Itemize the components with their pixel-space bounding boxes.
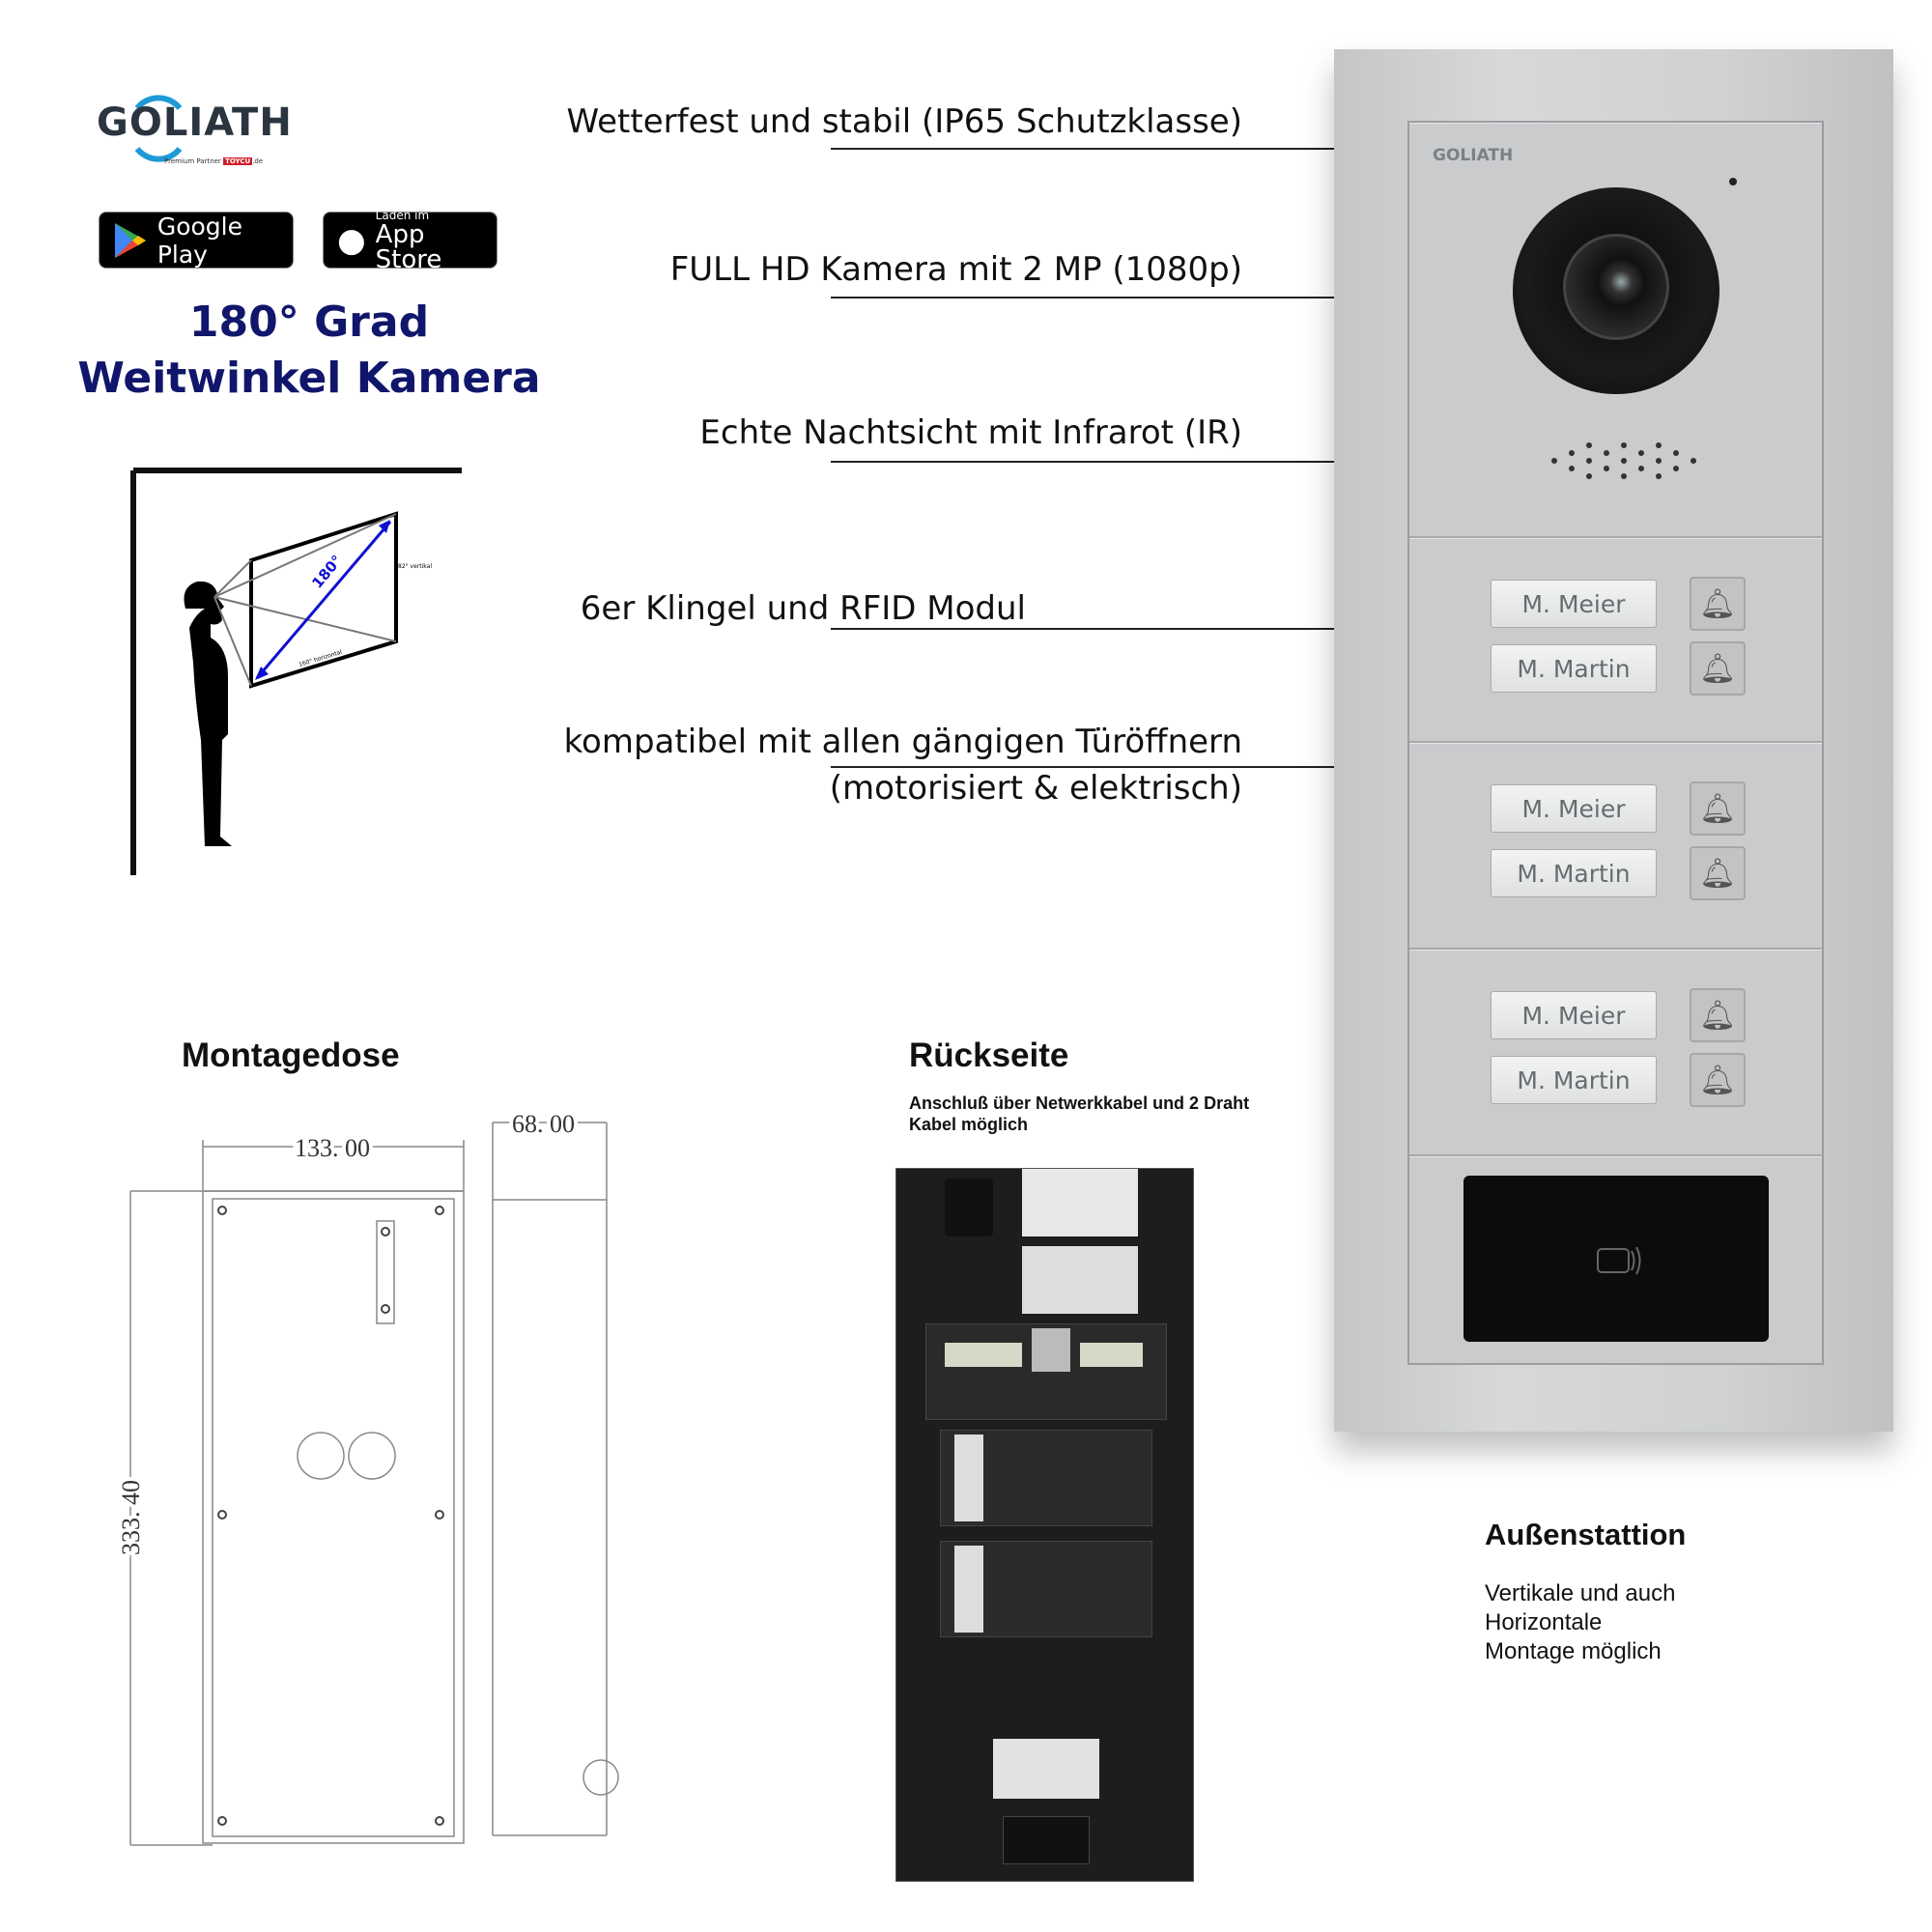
bell-module-1: M. Meier 🔔︎ M. Martin 🔔︎	[1409, 538, 1822, 743]
person-silhouette	[184, 581, 232, 846]
aussen-title: Außenstattion	[1485, 1518, 1687, 1551]
montagedose-drawing: 133. 00 68. 00 333. 40	[116, 1106, 619, 1846]
width-dimension: 133. 00	[295, 1134, 370, 1162]
sensor-icon	[1729, 178, 1737, 185]
feature-line	[831, 297, 1334, 298]
bell-button[interactable]: 🔔︎	[1690, 781, 1746, 836]
bell-module-2: M. Meier 🔔︎ M. Martin 🔔︎	[1409, 743, 1822, 950]
speaker-grille-icon	[1551, 442, 1696, 479]
fov-vertical: 82° vertikal	[398, 563, 432, 570]
camera-module: GOLIATH	[1409, 123, 1822, 538]
rfid-reader[interactable]	[1463, 1176, 1769, 1342]
google-play-label: Google Play	[156, 212, 242, 269]
feature-line	[831, 628, 1334, 630]
feature-line	[831, 766, 1334, 768]
outdoor-station: GOLIATH M. Meier 🔔︎ M. Martin 🔔︎ M. Meie…	[1334, 49, 1893, 1432]
feature-rfid: 6er Klingel und RFID Modul	[580, 589, 1026, 628]
bell-button[interactable]: 🔔︎	[1690, 1053, 1746, 1107]
rfid-card-icon	[1597, 1246, 1641, 1275]
fov-angle: 180°	[308, 552, 346, 591]
feature-compatible: kompatibel mit allen gängigen Türöffnern	[563, 723, 1242, 761]
bell-icon: 🔔︎	[1698, 856, 1737, 891]
bell-button[interactable]: 🔔︎	[1690, 577, 1746, 631]
headline-line2: Weitwinkel Kamera	[77, 354, 541, 403]
bell-icon: 🔔︎	[1698, 586, 1737, 621]
bell-icon: 🔔︎	[1698, 791, 1737, 826]
feature-line	[831, 461, 1334, 463]
name-label: M. Meier	[1491, 991, 1657, 1039]
height-dimension: 333. 40	[117, 1480, 145, 1555]
feature-nightvision: Echte Nachtsicht mit Infrarot (IR)	[699, 413, 1242, 452]
rueckseite-title: Rückseite	[909, 1037, 1069, 1074]
bell-button[interactable]: 🔔︎	[1690, 641, 1746, 696]
google-play-icon	[115, 222, 146, 258]
logo-partner: Premium Partner TOYCU.de	[164, 156, 263, 166]
bell-button[interactable]: 🔔︎	[1690, 846, 1746, 900]
logo-partner-name: TOYCU	[223, 157, 253, 165]
app-store-label: App Store	[375, 219, 442, 274]
name-label: M. Meier	[1491, 580, 1657, 628]
feature-compatible-2: (motorisiert & elektrisch)	[829, 769, 1242, 808]
logo-partner-domain: .de	[252, 157, 264, 165]
bell-icon: 🔔︎	[1698, 1063, 1737, 1097]
bell-icon: 🔔︎	[1698, 998, 1737, 1033]
fov-diagram: 180° 82° vertikal 160° horizontal	[130, 468, 462, 875]
bell-button[interactable]: 🔔︎	[1690, 988, 1746, 1042]
faceplate: GOLIATH M. Meier 🔔︎ M. Martin 🔔︎ M. Meie…	[1407, 121, 1824, 1365]
camera-lens-icon	[1513, 187, 1719, 394]
aussen-line3: Montage möglich	[1485, 1638, 1662, 1664]
label-sticker	[1022, 1169, 1138, 1236]
fov-arrow	[255, 521, 392, 679]
apple-icon: ●	[337, 220, 366, 260]
bell-module-3: M. Meier 🔔︎ M. Martin 🔔︎	[1409, 950, 1822, 1156]
depth-dimension: 68. 00	[512, 1110, 575, 1138]
device-logo: GOLIATH	[1433, 146, 1514, 165]
app-store-small: Laden im	[375, 208, 430, 222]
name-label: M. Martin	[1491, 644, 1657, 693]
rfid-module	[1409, 1156, 1822, 1363]
back-photo	[895, 1168, 1194, 1882]
logo-text: GOLIATH	[97, 100, 293, 145]
headline-line1: 180° Grad	[188, 298, 430, 347]
aussen-line2: Horizontale	[1485, 1609, 1603, 1635]
goliath-logo: GOLIATH Premium Partner TOYCU.de	[97, 95, 348, 174]
aussen-line1: Vertikale und auch	[1485, 1580, 1676, 1606]
logo-arc-icon	[134, 95, 183, 162]
feature-line	[831, 148, 1334, 150]
feature-camera: FULL HD Kamera mit 2 MP (1080p)	[669, 250, 1242, 289]
name-label: M. Martin	[1491, 1056, 1657, 1104]
feature-weatherproof: Wetterfest und stabil (IP65 Schutzklasse…	[566, 102, 1243, 141]
logo-partner-label: Premium Partner	[164, 157, 221, 165]
rueckseite-subtitle: Anschluß über Netwerkkabel und 2 Draht K…	[909, 1094, 1250, 1134]
name-label: M. Meier	[1491, 784, 1657, 833]
name-label: M. Martin	[1491, 849, 1657, 897]
montagedose-title: Montagedose	[182, 1037, 400, 1074]
google-play-button[interactable]: Google Play	[99, 212, 294, 269]
bell-icon: 🔔︎	[1698, 651, 1737, 686]
